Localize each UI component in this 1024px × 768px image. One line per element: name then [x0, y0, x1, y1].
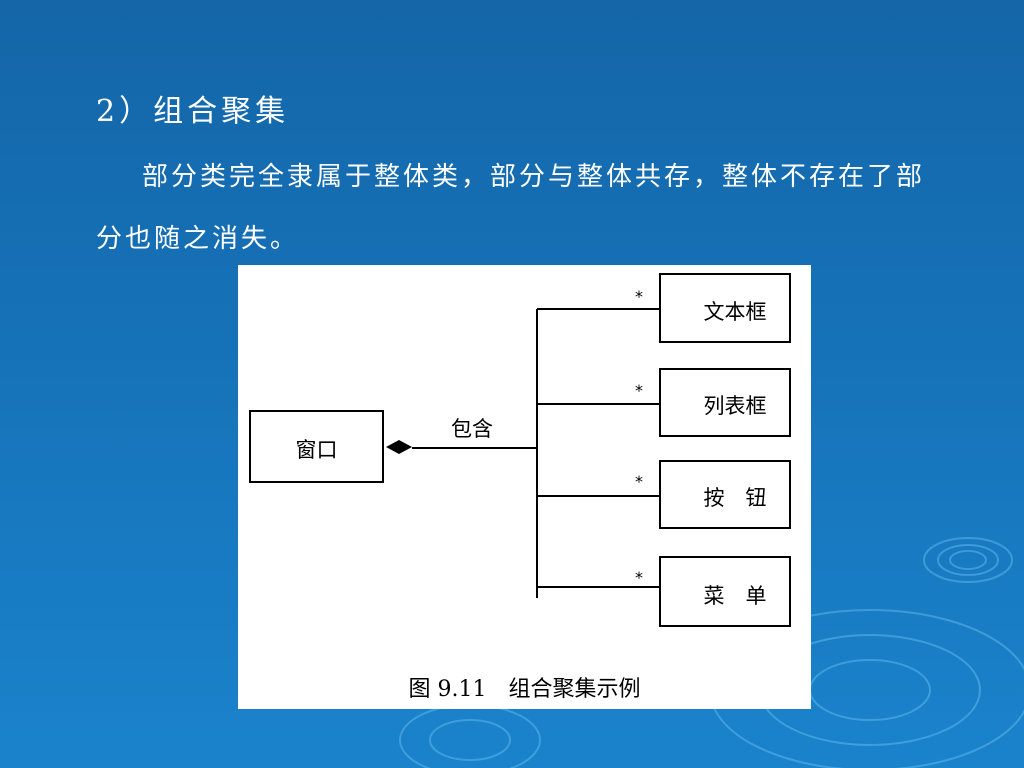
relation-label: 包含: [451, 417, 493, 441]
figure-caption: 图 9.11 组合聚集示例: [408, 677, 641, 702]
part-box: [659, 460, 791, 529]
slide-heading: 2）组合聚集: [96, 94, 290, 129]
part-box: [659, 273, 791, 343]
multiplicity-label: *: [635, 287, 643, 306]
slide-paragraph: 部分类完全隶属于整体类，部分与整体共存，整体不存在了部分也随之消失。: [96, 162, 926, 254]
part-box-label: 菜 单: [703, 584, 767, 608]
diagram-lines: [249, 273, 791, 627]
part-box-label: 文本框: [703, 300, 767, 324]
part-box: [659, 556, 791, 627]
multiplicity-label: *: [635, 568, 643, 587]
whole-box: [249, 410, 384, 483]
composition-diagram-figure: 窗口 包含 * * * * 文本框 列表框 按 钮 菜 单 图 9.11 组合聚…: [238, 265, 811, 709]
multiplicity-label: *: [635, 381, 643, 400]
part-box-label: 列表框: [703, 394, 767, 418]
multiplicity-label: *: [635, 472, 643, 491]
part-box-label: 按 钮: [703, 486, 767, 510]
part-box: [659, 368, 791, 437]
composition-diamond: [386, 440, 412, 454]
whole-box-label: 窗口: [295, 438, 338, 462]
